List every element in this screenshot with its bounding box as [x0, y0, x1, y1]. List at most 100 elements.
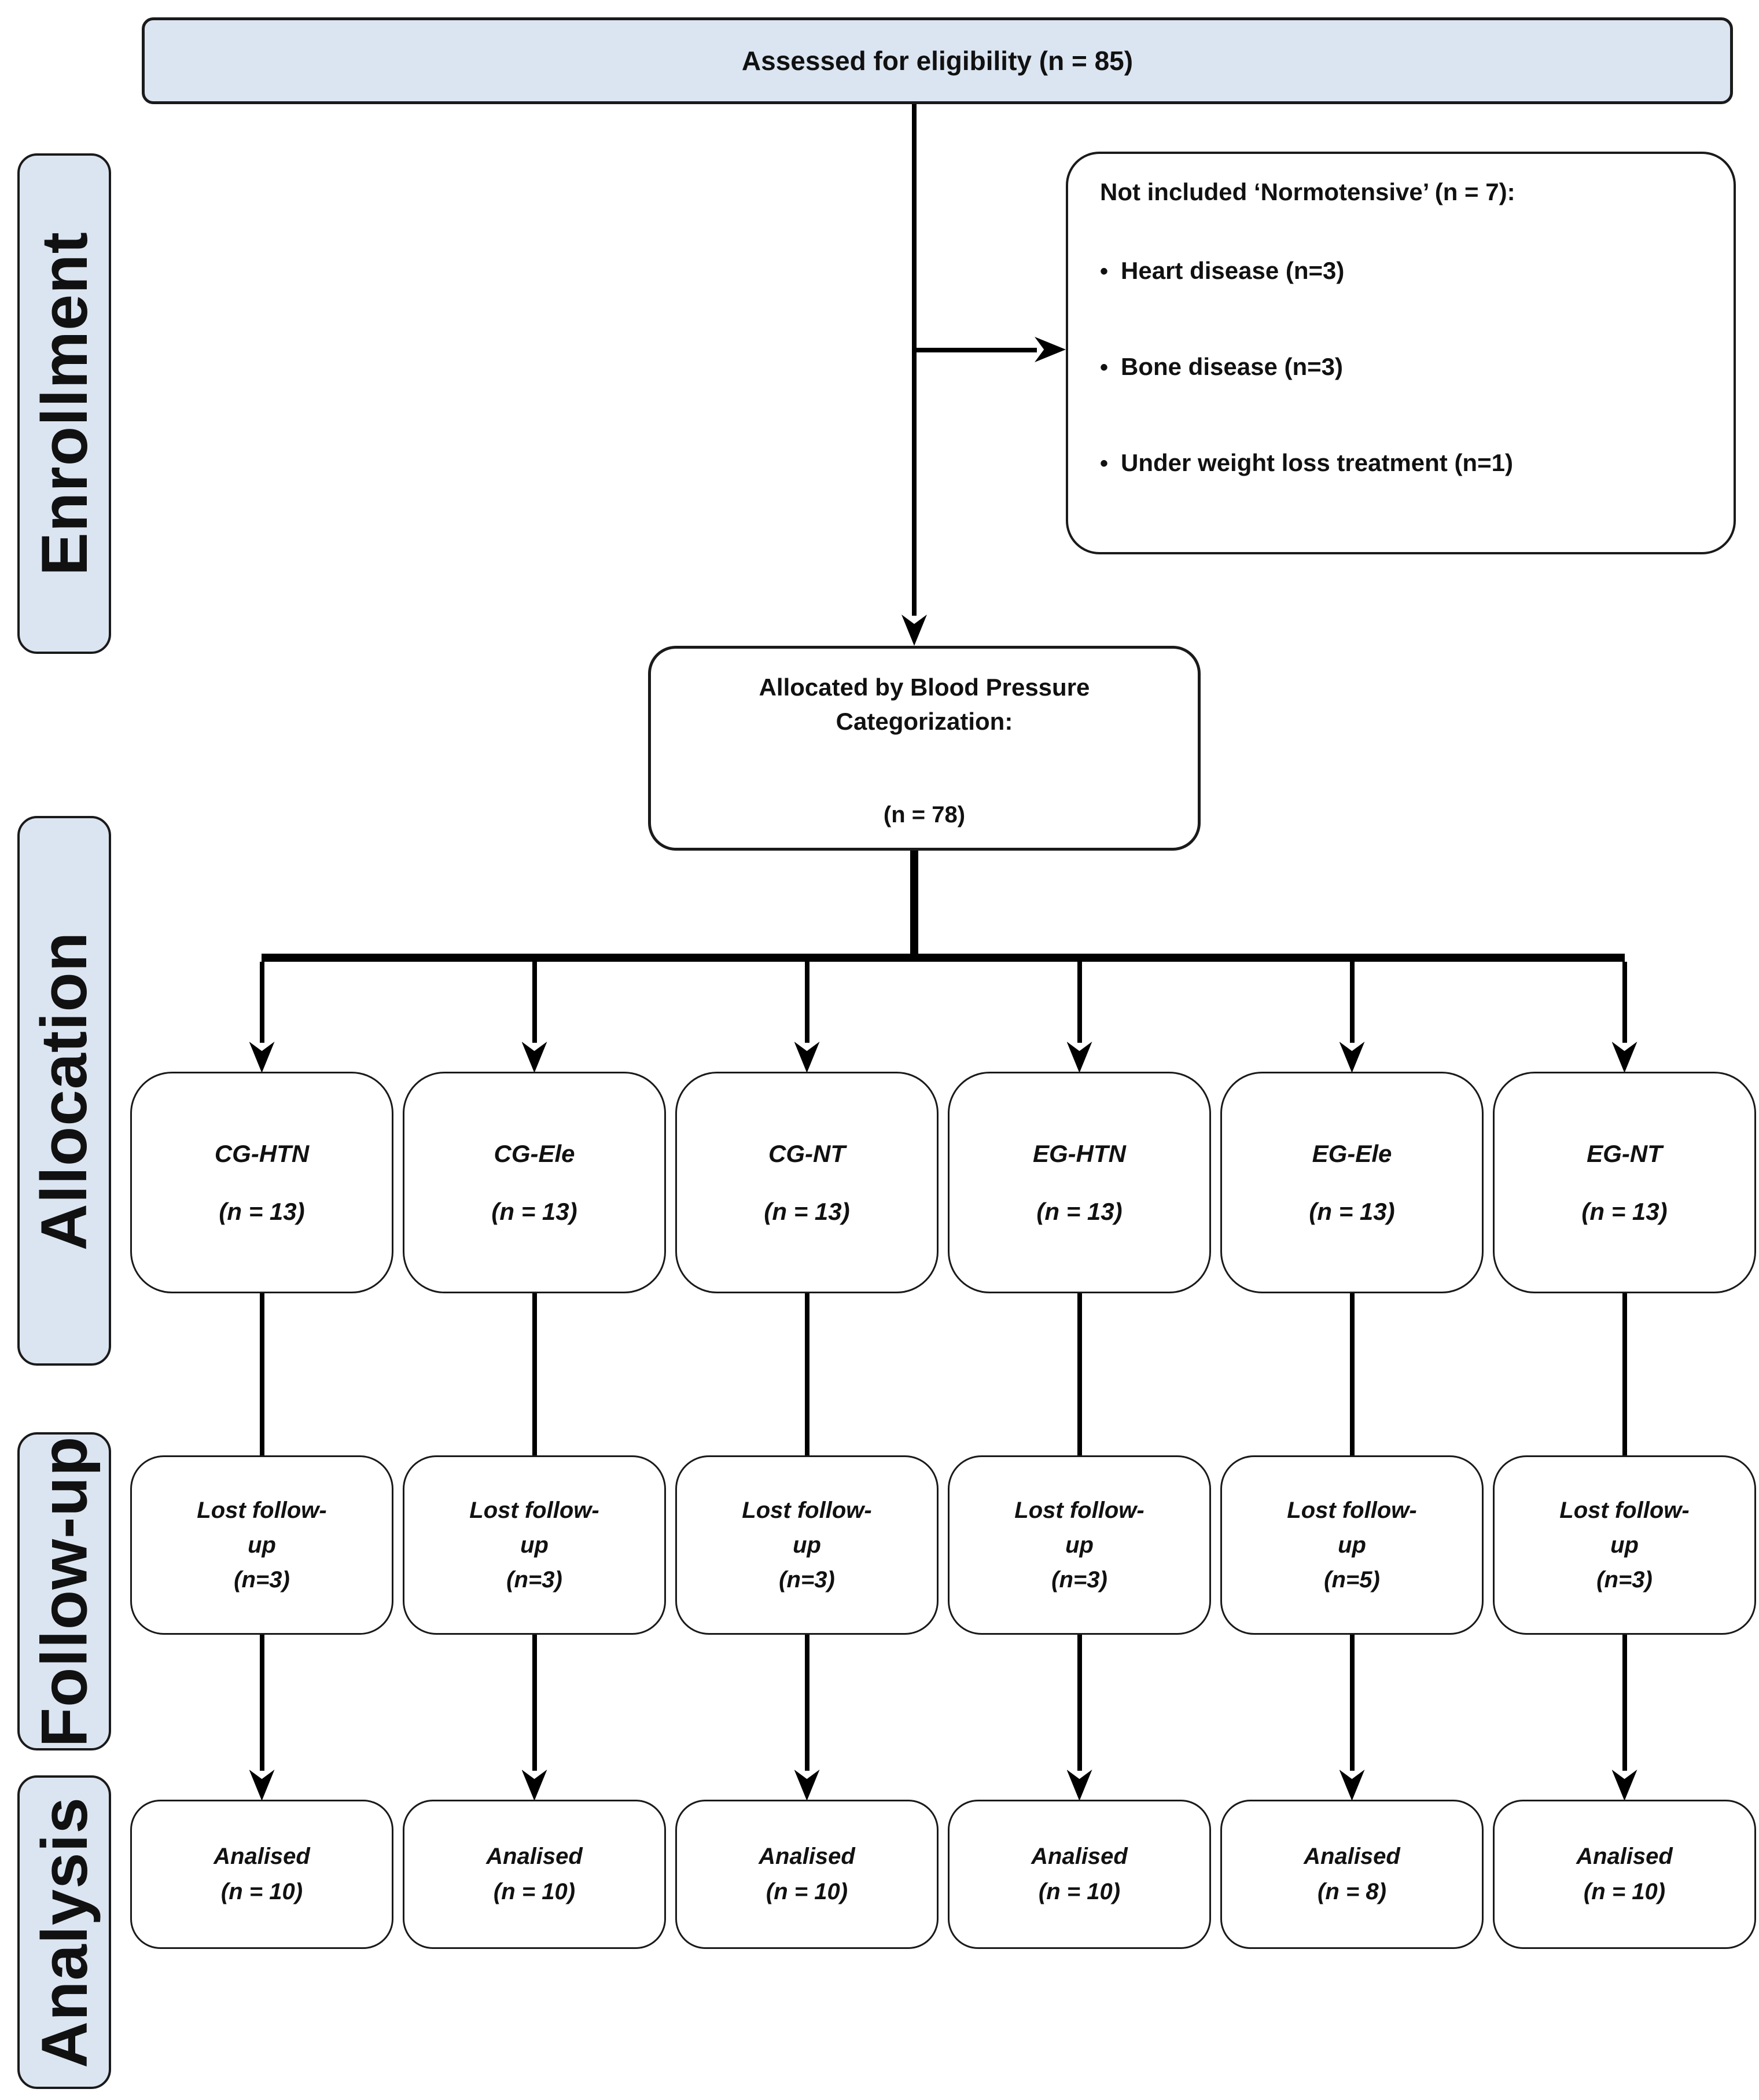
connector-followup-to-analysis: [259, 1635, 264, 1771]
not-included-title: Not included ‘Normotensive’ (n = 7):: [1100, 178, 1515, 205]
connector-allocation-to-followup: [804, 1293, 809, 1457]
lost-followup-line1: Lost follow-: [1559, 1498, 1690, 1523]
allocated-box: EG-HTN (n = 13): [948, 1072, 1211, 1293]
group-n: (n = 13): [491, 1197, 577, 1225]
exclusion-item: • Bone disease (n=3): [1100, 353, 1343, 381]
lost-followup-n: (n=5): [1324, 1567, 1380, 1593]
connector-followup-to-analysis: [1077, 1635, 1082, 1771]
bullet-icon: •: [1100, 451, 1109, 476]
analysed-label: Analised: [486, 1844, 583, 1869]
lost-followup-line1: Lost follow-: [742, 1498, 872, 1523]
arrow-right-icon: [1035, 337, 1066, 362]
arrow-down-icon: [1066, 1770, 1092, 1801]
allocated-by-bp-line2: Categorization:: [836, 707, 1013, 735]
lost-followup-box: Lost follow- up (n=3): [948, 1455, 1211, 1635]
lost-followup-line1: Lost follow-: [1014, 1498, 1145, 1523]
lost-followup-n: (n=3): [1596, 1567, 1653, 1593]
allocated-by-bp-line1: Allocated by Blood Pressure: [759, 674, 1090, 701]
lost-followup-box: Lost follow- up (n=3): [1493, 1455, 1756, 1635]
lost-followup-line1: Lost follow-: [1287, 1498, 1417, 1523]
arrow-down-icon: [1066, 1042, 1092, 1073]
group-column-cg-htn: CG-HTN (n = 13) Lost follow- up (n=3) An…: [130, 954, 393, 1952]
lost-followup-n: (n=3): [506, 1567, 562, 1593]
lost-followup-line2: up: [1338, 1532, 1366, 1558]
exclusion-item: • Heart disease (n=3): [1100, 257, 1344, 285]
group-column-eg-ele: EG-Ele (n = 13) Lost follow- up (n=5) An…: [1220, 954, 1484, 1952]
connector-followup-to-analysis: [1622, 1635, 1627, 1771]
section-label-followup: Follow-up: [17, 1432, 111, 1750]
group-column-cg-ele: CG-Ele (n = 13) Lost follow- up (n=3) An…: [403, 954, 666, 1952]
arrow-down-icon: [249, 1770, 275, 1801]
not-included-box: Not included ‘Normotensive’ (n = 7): • H…: [1066, 152, 1736, 554]
group-n: (n = 13): [1036, 1197, 1123, 1225]
allocated-by-bp-title: Allocated by Blood Pressure Categorizati…: [759, 671, 1090, 739]
allocated-box: EG-Ele (n = 13): [1220, 1072, 1484, 1293]
group-column-eg-nt: EG-NT (n = 13) Lost follow- up (n=3) Ana…: [1493, 954, 1756, 1952]
connector-allocation-to-followup: [259, 1293, 264, 1457]
connector-allocation-to-followup: [1622, 1293, 1627, 1457]
analysed-label: Analised: [759, 1844, 855, 1869]
analysed-box: Analised (n = 10): [675, 1800, 939, 1949]
allocated-box: CG-Ele (n = 13): [403, 1072, 666, 1293]
connector-allocation-to-branch: [910, 851, 918, 958]
arrow-down-icon: [521, 1770, 547, 1801]
assessed-eligibility-text: Assessed for eligibility (n = 85): [741, 46, 1134, 76]
group-name: CG-NT: [768, 1139, 845, 1167]
arrow-down-icon: [521, 1042, 547, 1073]
connector-branch-to-group: [259, 962, 264, 1043]
group-name: EG-NT: [1587, 1139, 1662, 1167]
arrow-down-icon: [794, 1770, 820, 1801]
group-name: CG-HTN: [214, 1139, 310, 1167]
connector-branch-to-group: [804, 962, 809, 1043]
lost-followup-line2: up: [1065, 1532, 1094, 1558]
connector-allocation-to-followup: [1349, 1293, 1355, 1457]
analysed-n: (n = 10): [493, 1879, 576, 1904]
group-name: CG-Ele: [494, 1139, 575, 1167]
allocated-by-bp-n: (n = 78): [883, 802, 966, 828]
allocated-box: CG-NT (n = 13): [675, 1072, 939, 1293]
analysed-box: Analised (n = 10): [130, 1800, 393, 1949]
lost-followup-line2: up: [248, 1532, 276, 1558]
section-label-allocation: Allocation: [17, 816, 111, 1366]
arrow-down-icon: [901, 615, 927, 646]
lost-followup-box: Lost follow- up (n=3): [403, 1455, 666, 1635]
section-label-analysis: Analysis: [17, 1775, 111, 2089]
analysed-box: Analised (n = 10): [403, 1800, 666, 1949]
group-column-cg-nt: CG-NT (n = 13) Lost follow- up (n=3) Ana…: [675, 954, 939, 1952]
connector-branch-to-group: [1622, 962, 1627, 1043]
branch-distribution-line: [262, 954, 1625, 962]
analysed-box: Analised (n = 10): [948, 1800, 1211, 1949]
exclusion-item: • Under weight loss treatment (n=1): [1100, 449, 1513, 477]
connector-branch-to-group: [1077, 962, 1082, 1043]
allocated-by-bp-box: Allocated by Blood Pressure Categorizati…: [648, 646, 1201, 851]
lost-followup-n: (n=3): [234, 1567, 290, 1593]
exclusion-item-text: Bone disease (n=3): [1121, 353, 1343, 380]
analysed-label: Analised: [214, 1844, 310, 1869]
group-name: EG-HTN: [1033, 1139, 1126, 1167]
allocated-box: CG-HTN (n = 13): [130, 1072, 393, 1293]
group-n: (n = 13): [1581, 1197, 1668, 1225]
connector-branch-to-group: [532, 962, 537, 1043]
section-label-allocation-text: Allocation: [28, 931, 101, 1251]
arrow-down-icon: [1611, 1770, 1637, 1801]
group-n: (n = 13): [1309, 1197, 1395, 1225]
group-n: (n = 13): [764, 1197, 850, 1225]
connector-followup-to-analysis: [804, 1635, 809, 1771]
lost-followup-box: Lost follow- up (n=5): [1220, 1455, 1484, 1635]
lost-followup-line2: up: [520, 1532, 549, 1558]
lost-followup-n: (n=3): [1051, 1567, 1107, 1593]
lost-followup-n: (n=3): [779, 1567, 835, 1593]
analysed-label: Analised: [1304, 1844, 1400, 1869]
bullet-icon: •: [1100, 259, 1109, 284]
analysed-n: (n = 10): [1583, 1879, 1666, 1904]
connector-allocation-to-followup: [532, 1293, 537, 1457]
analysed-box: Analised (n = 10): [1493, 1800, 1756, 1949]
section-label-followup-text: Follow-up: [28, 1436, 101, 1747]
arrow-down-icon: [794, 1042, 820, 1073]
arrow-down-icon: [1339, 1770, 1365, 1801]
connector-followup-to-analysis: [532, 1635, 537, 1771]
bullet-icon: •: [1100, 355, 1109, 380]
lost-followup-line2: up: [1610, 1532, 1639, 1558]
analysed-n: (n = 10): [1038, 1879, 1121, 1904]
